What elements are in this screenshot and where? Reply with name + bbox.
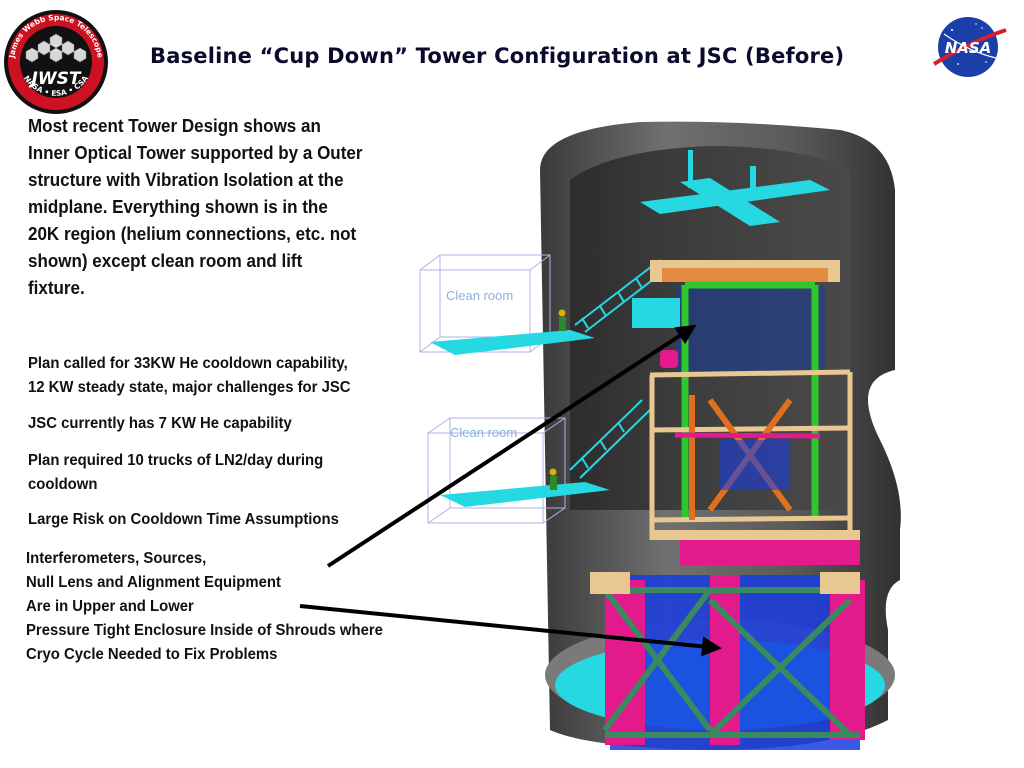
intro-line: structure with Vibration Isolation at th… — [28, 169, 344, 190]
intro-line: Inner Optical Tower supported by a Outer — [28, 142, 363, 163]
note-line: Null Lens and Alignment Equipment — [26, 574, 281, 591]
point-line: Large Risk on Cooldown Time Assumptions — [28, 511, 339, 528]
point-cooldown-capability: Plan called for 33KW He cooldown capabil… — [28, 352, 351, 400]
lower-tower — [590, 530, 865, 750]
note-line: Are in Upper and Lower — [26, 598, 194, 615]
point-line: 12 KW steady state, major challenges for… — [28, 379, 351, 396]
nasa-logo-name: NASA — [945, 39, 992, 57]
point-line: Plan called for 33KW He cooldown capabil… — [28, 355, 348, 372]
point-line: Plan required 10 trucks of LN2/day durin… — [28, 452, 324, 469]
intro-paragraph: Most recent Tower Design shows an Inner … — [28, 112, 387, 301]
point-ln2-trucks: Plan required 10 trucks of LN2/day durin… — [28, 449, 323, 497]
intro-line: fixture. — [28, 277, 85, 298]
clean-room-label-lower: Clean room — [450, 425, 517, 440]
intro-line: shown) except clean room and lift — [28, 250, 303, 271]
jwst-logo: JWST James Webb Space Telescope NASA • E… — [4, 10, 108, 114]
intro-line: Most recent Tower Design shows an — [28, 115, 321, 136]
page-title: Baseline “Cup Down” Tower Configuration … — [150, 44, 845, 68]
clean-room-label-upper: Clean room — [446, 288, 513, 303]
jwst-logo-name: JWST — [29, 69, 82, 89]
interferometer-note: Interferometers, Sources, Null Lens and … — [26, 547, 383, 667]
point-line: cooldown — [28, 476, 98, 493]
point-cooldown-risk: Large Risk on Cooldown Time Assumptions — [28, 508, 339, 532]
note-line: Pressure Tight Enclosure Inside of Shrou… — [26, 622, 383, 639]
note-line: Cryo Cycle Needed to Fix Problems — [26, 646, 278, 663]
point-line: JSC currently has 7 KW He capability — [28, 415, 292, 432]
intro-line: 20K region (helium connections, etc. not — [28, 223, 357, 244]
note-line: Interferometers, Sources, — [26, 550, 207, 567]
lift-fixture — [640, 150, 830, 226]
nasa-meatball-logo: NASA — [932, 17, 1007, 77]
point-jsc-capability: JSC currently has 7 KW He capability — [28, 412, 292, 436]
chamber-tower-illustration: Clean room Clean room — [419, 121, 901, 750]
intro-line: midplane. Everything shown is in the — [28, 196, 328, 217]
